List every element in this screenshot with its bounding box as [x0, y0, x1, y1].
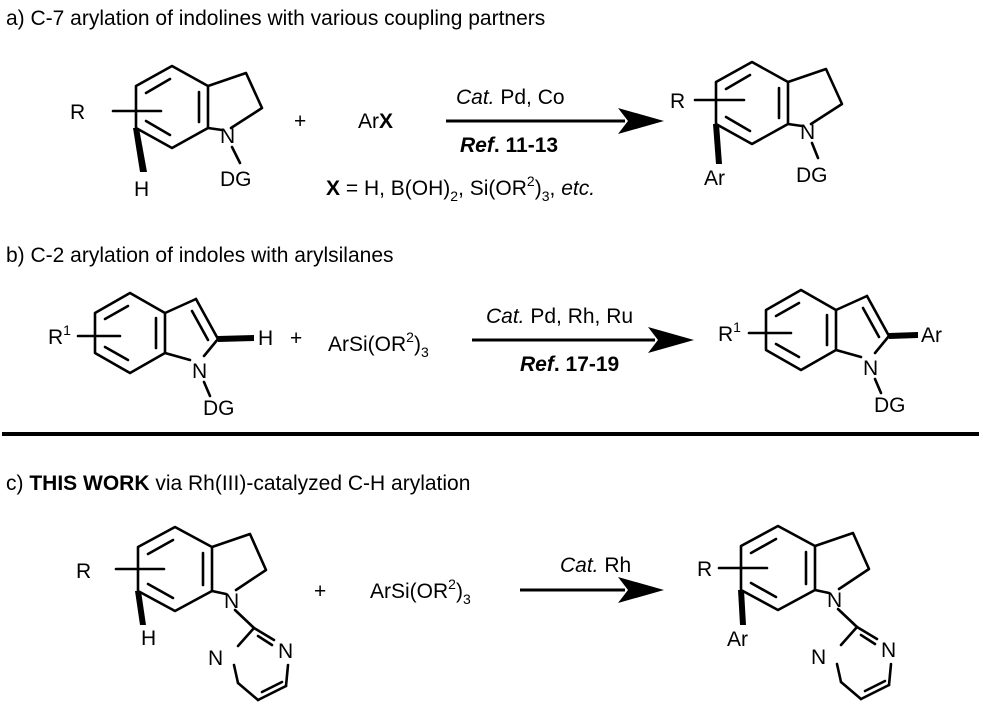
product-aryl: Ar: [704, 167, 725, 190]
indoline-nitrogen-c: N: [224, 590, 239, 613]
product-pyrimidine-nitrogen-2: N: [811, 646, 826, 669]
hydrogen-atom-c: H: [141, 627, 156, 650]
plus-sign-c: +: [314, 580, 326, 603]
product-nitrogen-c: N: [827, 589, 842, 612]
wedge-bond: [133, 128, 147, 172]
product-aryl-b: Ar: [921, 324, 942, 347]
section-b-heading: b) C-2 arylation of indoles with arylsil…: [6, 244, 394, 267]
product-directing-group: DG: [796, 164, 828, 187]
arylsilane-reagent: ArSi(OR2)3: [328, 329, 429, 360]
section-a-heading: a) C-7 arylation of indolines with vario…: [6, 7, 545, 30]
substituent-r: R: [70, 101, 85, 124]
product-c-structure: [717, 524, 893, 701]
product-nitrogen-b: N: [863, 357, 878, 380]
product-b-structure: [747, 288, 918, 372]
pyrimidine-nitrogen-1: N: [278, 640, 293, 663]
indoline-a-structure: [111, 64, 264, 172]
product-a-structure: [693, 60, 844, 164]
aryl-reagent: ArX: [358, 110, 393, 133]
product-substituent-r-c: R: [697, 558, 712, 581]
pyrimidine-nitrogen-2: N: [208, 647, 223, 670]
reaction-arrow-b: [472, 327, 694, 353]
product-substituent-r: R: [670, 90, 685, 113]
arylsilane-reagent-c: ArSi(OR2)3: [370, 576, 471, 607]
reference-label: Ref. 11-13: [460, 134, 558, 157]
product-aryl-c: Ar: [727, 628, 748, 651]
catalyst-label-c: Cat. Rh: [560, 554, 631, 577]
nitrogen-atom: N: [220, 125, 235, 148]
reference-label-b: Ref. 17-19: [520, 353, 619, 376]
directing-group: DG: [220, 168, 252, 191]
product-pyrimidine-nitrogen-1: N: [881, 639, 896, 662]
product-nitrogen: N: [800, 121, 815, 144]
catalyst-label: Cat. Pd, Co: [456, 86, 565, 109]
hydrogen-atom: H: [134, 178, 149, 201]
indole-hydrogen: H: [258, 327, 273, 350]
indole-nitrogen: N: [192, 360, 207, 383]
section-c-heading: c) THIS WORK via Rh(III)-catalyzed C-H a…: [6, 472, 470, 495]
x-definition: X = H, B(OH)2, Si(OR2)3, etc.: [326, 173, 595, 204]
reaction-arrow-c: [520, 577, 664, 603]
plus-sign-b: +: [290, 327, 302, 350]
product-substituent-r1: R1: [718, 319, 741, 346]
indole-directing-group: DG: [203, 397, 235, 420]
reaction-arrow: [446, 108, 664, 134]
indoline-c-structure: [114, 525, 290, 702]
catalyst-label-b: Cat. Pd, Rh, Ru: [486, 305, 633, 328]
substituent-r-c: R: [76, 560, 91, 583]
indole-b-structure: [76, 291, 254, 375]
substituent-r1: R1: [48, 322, 71, 349]
plus-sign: +: [294, 110, 306, 133]
product-directing-group-b: DG: [874, 394, 906, 417]
